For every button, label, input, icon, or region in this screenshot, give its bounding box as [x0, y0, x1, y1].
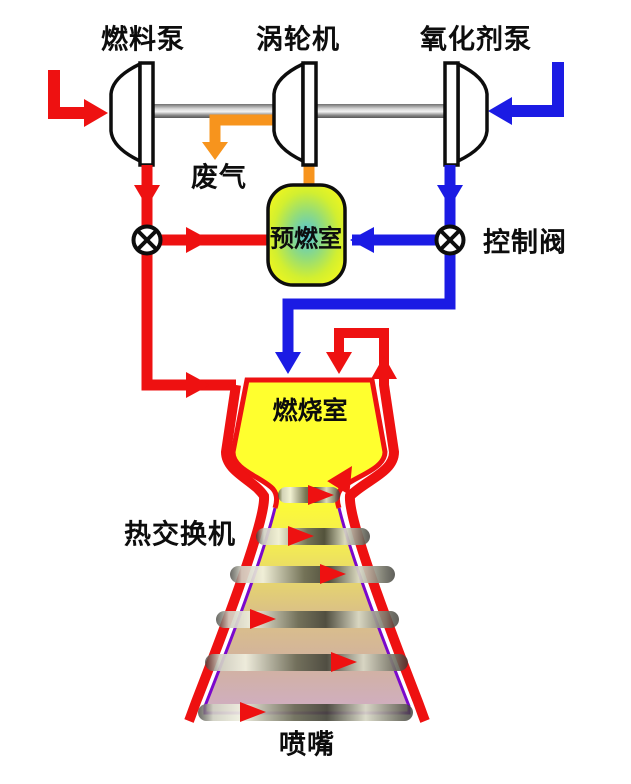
heat-exchanger-band	[230, 566, 395, 583]
flow-arrow	[250, 609, 276, 629]
turbine-shape	[272, 61, 318, 167]
jacket-up-arrow	[371, 356, 397, 379]
exhaust-arrow	[202, 142, 228, 160]
fuel-to-preburner-line	[161, 227, 268, 253]
turbine-label: 涡轮机	[256, 24, 340, 56]
jacket-return-down-arrow	[326, 352, 352, 374]
fuel-pump-shape	[109, 61, 155, 167]
control-valve	[434, 224, 466, 256]
fuel-valve	[131, 224, 163, 256]
flow-arrow	[320, 564, 346, 584]
heat-exchanger-band	[256, 528, 370, 545]
fuel-pump-outlet-line	[134, 165, 160, 228]
oxidizer-inlet-arrow	[488, 97, 512, 125]
control-valve-label: 控制阀	[483, 227, 567, 259]
oxidizer-pump-shape	[443, 61, 489, 167]
exhaust-gas-label: 废气	[191, 162, 247, 194]
preburner-vessel	[266, 183, 347, 287]
heat-exchanger-band	[216, 611, 399, 628]
oxidizer-inlet-line	[512, 62, 564, 117]
flow-arrow	[240, 702, 266, 722]
oxidizer-pump-outlet-line	[437, 165, 463, 228]
heat-exchanger-label: 热交换机	[124, 519, 236, 551]
oxidizer-feed-line	[275, 254, 456, 374]
cooling-jacket-left	[184, 384, 270, 723]
band-flow-arrows	[240, 485, 357, 722]
jacket-throat-arrow	[327, 466, 352, 495]
fuel-inlet-line	[48, 70, 86, 119]
nozzle-label: 喷嘴	[279, 729, 335, 761]
fuel-pump-label: 燃料泵	[101, 24, 185, 56]
flow-arrow	[331, 652, 357, 672]
oxidizer-pump-label: 氧化剂泵	[420, 24, 532, 56]
flow-arrow	[308, 485, 334, 505]
fuel-inlet-arrow	[84, 99, 108, 127]
chamber-nozzle-interior	[205, 380, 409, 713]
heat-exchanger-bands	[198, 487, 413, 721]
oxidizer-to-preburner-line	[350, 227, 436, 253]
preburner-label: 预燃室	[270, 224, 342, 253]
flow-arrow	[288, 526, 314, 546]
heat-exchanger-band	[205, 654, 408, 671]
fuel-feed-line	[141, 254, 236, 398]
heat-exchanger-band	[198, 704, 413, 721]
combustion-chamber-label: 燃烧室	[272, 396, 348, 425]
